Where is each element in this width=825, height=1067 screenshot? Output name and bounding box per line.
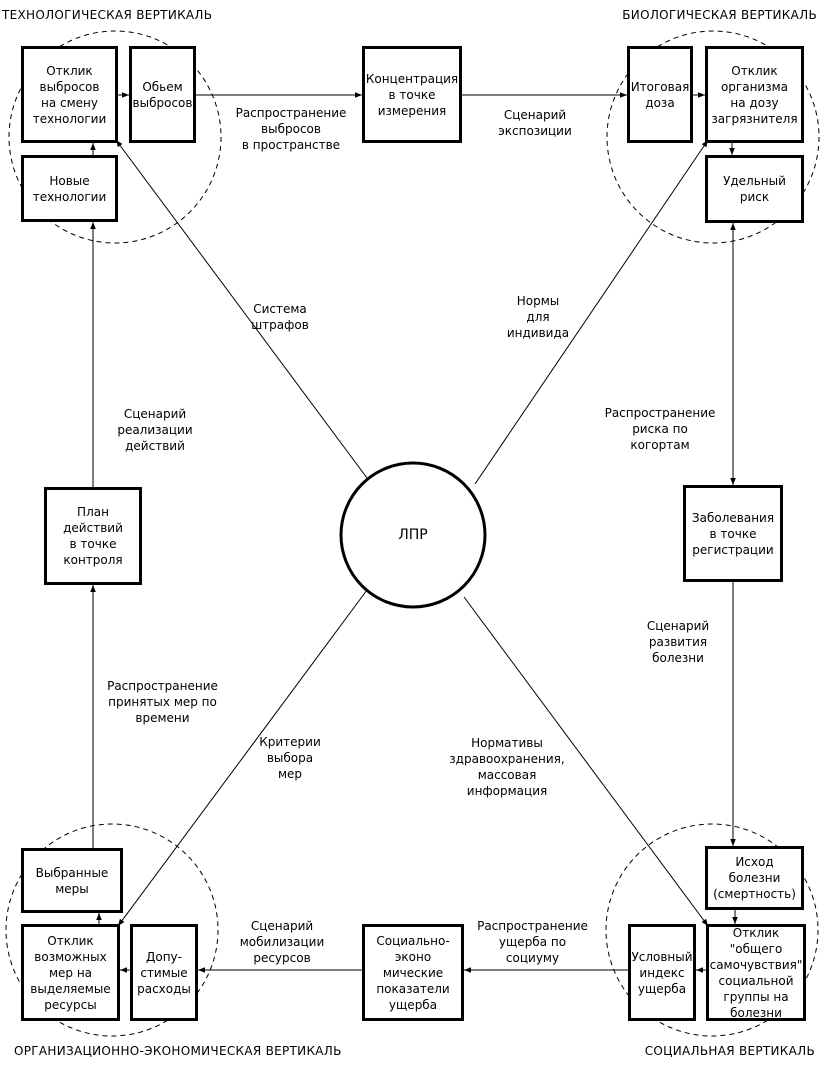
label-health-norms: Нормативы здравоохранения, массовая инфо… [449, 736, 565, 798]
decision-maker-circle [339, 461, 487, 609]
bio-vertical-title: БИОЛОГИЧЕСКАЯ ВЕРТИКАЛЬ [622, 8, 817, 22]
damage-index-box: Условный индекс ущерба [628, 924, 696, 1021]
diag-center-to-social [463, 596, 709, 927]
new-tech-box: Новые технологии [21, 155, 118, 222]
emission-response-box: Отклик выбросов на смену технологии [21, 46, 118, 143]
tech-vertical-title: ТЕХНОЛОГИЧЕСКАЯ ВЕРТИКАЛЬ [2, 8, 213, 22]
diseases-box: Заболевания в точке регистрации [683, 485, 783, 582]
diag-center-to-bio [474, 139, 709, 485]
label-risk-spread: Распространение риска по когортам [604, 406, 716, 452]
social-vertical-title: СОЦИАЛЬНАЯ ВЕРТИКАЛЬ [644, 1044, 815, 1058]
diag-center-to-org [117, 589, 368, 927]
decision-maker-label: ЛПР [398, 527, 428, 543]
label-spread-emissions: Распространение выбросов в пространстве [235, 106, 347, 152]
specific-risk-box: Удельный риск [705, 155, 804, 223]
label-damage-spread: Распространение ущерба по социуму [477, 919, 588, 965]
org-vertical-title: ОРГАНИЗАЦИОННО-ЭКОНОМИЧЕСКАЯ ВЕРТИКАЛЬ [14, 1044, 342, 1058]
social-vertical-circle [605, 823, 819, 1037]
emission-volume-box: Обьем выбросов [129, 46, 196, 143]
tech-vertical-circle [8, 30, 222, 244]
measures-response-box: Отклик возможных мер на выделяемые ресур… [21, 924, 120, 1021]
total-dose-box: Итоговая доза [627, 46, 693, 143]
label-criteria: Критерии выбора мер [259, 735, 321, 781]
org-vertical-circle [5, 823, 219, 1037]
label-action-scenario: Сценарий реализации действий [117, 407, 193, 453]
concentration-box: Концентрация в точке измерения [362, 46, 462, 143]
label-exposure: Сценарий экспозиции [498, 108, 572, 138]
action-plan-box: План действий в точке контроля [44, 487, 142, 585]
diag-center-to-tech [115, 139, 368, 479]
label-norms: Нормы для индивида [506, 294, 570, 340]
chosen-measures-box: Выбранные меры [21, 848, 123, 913]
wellbeing-response-box: Отклик "общего самочувствия" социальной … [706, 924, 806, 1021]
organism-response-box: Отклик организма на дозу загрязнителя [705, 46, 804, 143]
socioeconomic-box: Социально- эконо мические показатели уще… [362, 924, 464, 1021]
bio-vertical-circle [606, 30, 820, 244]
label-mobilization: Сценарий мобилизации ресурсов [239, 919, 325, 965]
disease-outcome-box: Исход болезни (смертность) [705, 846, 804, 910]
label-measures-spread: Распространение принятых мер по времени [107, 679, 218, 725]
allowed-costs-box: Допу- стимые расходы [130, 924, 198, 1021]
label-penalties: Система штрафов [251, 302, 309, 332]
label-disease-scenario: Сценарий развития болезни [646, 619, 710, 665]
